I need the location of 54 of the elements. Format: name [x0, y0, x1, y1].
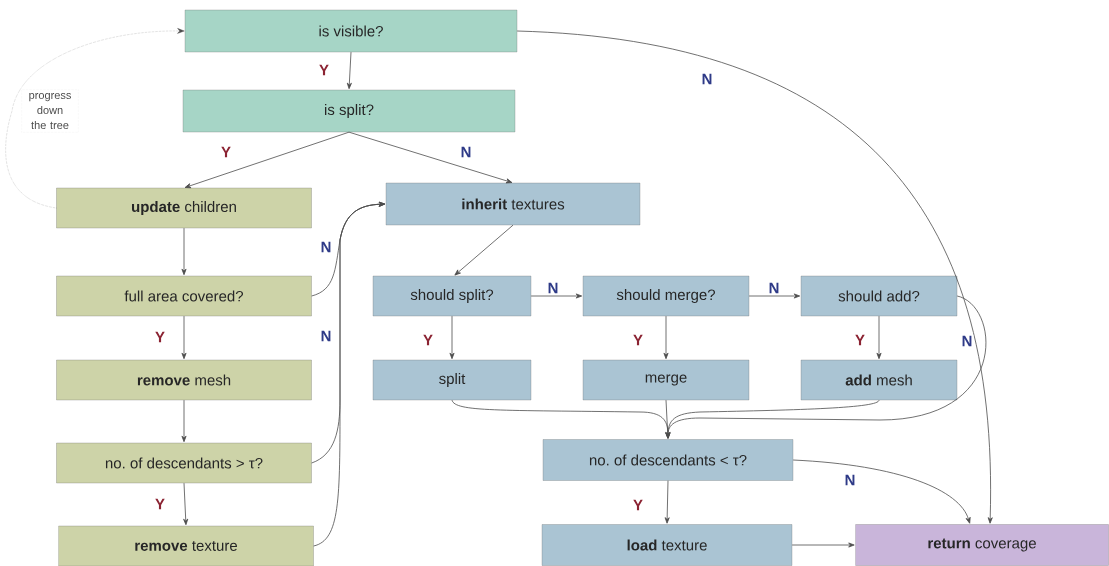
edge-label: N — [767, 281, 781, 295]
edge-label: Y — [632, 498, 644, 512]
edge-label: Y — [220, 145, 232, 159]
arrow — [181, 399, 187, 443]
decision-box: no. of descendants < τ? — [542, 439, 794, 481]
process-box: return coverage — [855, 524, 1109, 566]
edge-label: Y — [154, 497, 166, 511]
process-box: inherit textures — [385, 182, 641, 226]
arrow — [664, 480, 670, 524]
arrow — [516, 30, 993, 524]
edge-label: Y — [632, 333, 644, 347]
process-box: merge — [582, 359, 750, 401]
process-box: split — [372, 359, 532, 401]
process-box: add mesh — [800, 359, 958, 401]
arrow — [449, 315, 455, 360]
arrow — [5, 28, 185, 209]
process-box: remove texture — [58, 525, 314, 566]
arrow — [663, 315, 669, 360]
arrow — [181, 315, 187, 360]
arrow — [748, 293, 801, 299]
decision-box: is visible? — [184, 9, 518, 53]
arrow — [876, 315, 882, 360]
decision-box: should split? — [372, 275, 532, 317]
edge-label: N — [700, 72, 714, 86]
edge-label: N — [319, 329, 333, 343]
edge-label: Y — [854, 333, 866, 347]
decision-box: should add? — [800, 275, 958, 317]
edge-label: N — [843, 473, 857, 487]
arrow — [184, 131, 350, 189]
edge-label: Y — [318, 63, 330, 77]
edge-label: progress down the tree — [21, 89, 79, 133]
edge-label: N — [319, 240, 333, 254]
arrow — [348, 131, 513, 184]
arrow — [791, 542, 855, 548]
arrow — [454, 224, 514, 276]
arrow — [792, 459, 971, 524]
arrow — [183, 482, 189, 526]
edge-label: Y — [154, 330, 166, 344]
edge-label: N — [546, 281, 560, 295]
arrow — [346, 51, 352, 90]
process-box: update children — [56, 187, 312, 229]
edge-label: N — [960, 334, 974, 348]
decision-box: full area covered? — [56, 275, 312, 317]
arrow — [530, 293, 583, 299]
arrow — [181, 227, 187, 276]
process-box: load texture — [541, 524, 793, 566]
edge-label: N — [459, 145, 473, 159]
process-box: remove mesh — [56, 359, 312, 401]
edge-label: Y — [422, 333, 434, 347]
arrow — [313, 201, 386, 547]
decision-box: no. of descendants > τ? — [56, 442, 312, 484]
arrow — [665, 399, 880, 439]
decision-box: is split? — [182, 89, 516, 133]
decision-box: should merge? — [582, 275, 750, 317]
